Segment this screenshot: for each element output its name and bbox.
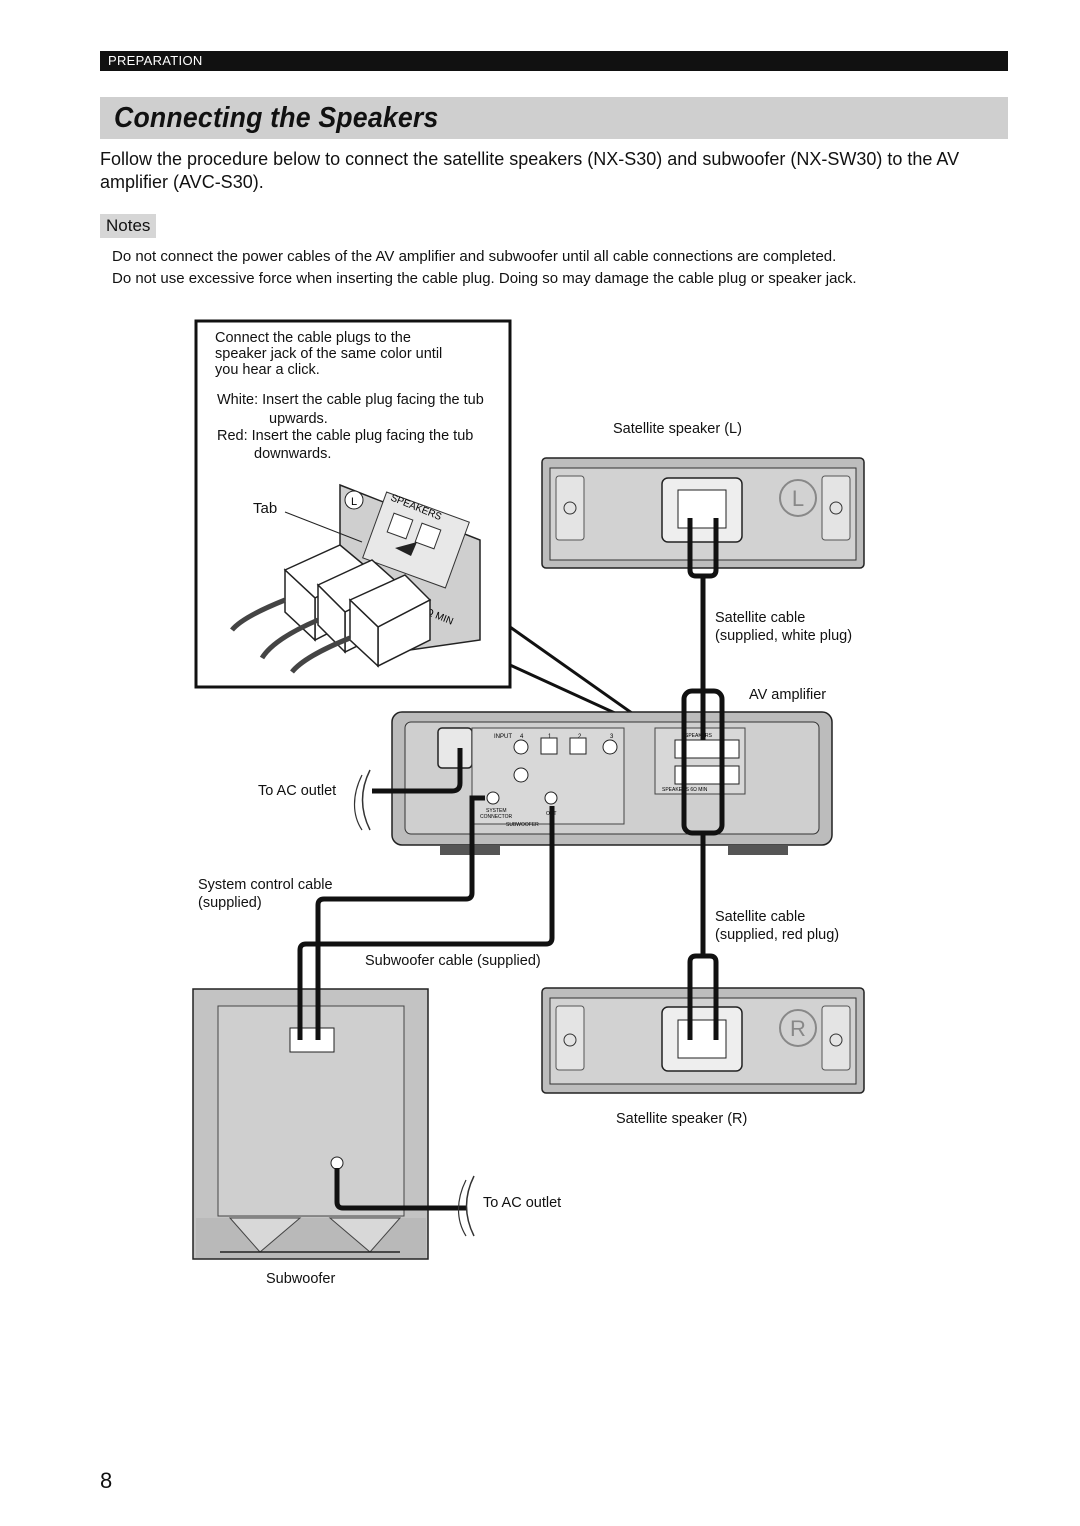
panel-speakers-label: SPEAKERS xyxy=(685,733,713,739)
satellite-cable-red-label-1: Satellite cable xyxy=(715,909,806,925)
callout-line-3: you hear a click. xyxy=(215,362,320,378)
panel-in4: 4 xyxy=(520,734,524,740)
ac-outlet-label-1: To AC outlet xyxy=(258,783,337,799)
note-item-2: Do not use excessive force when insertin… xyxy=(112,270,857,287)
title-band: Connecting the Speakers xyxy=(100,97,1008,139)
callout-line-2: speaker jack of the same color until xyxy=(215,346,443,362)
speaker-r-badge: R xyxy=(790,1016,806,1041)
callout-line-1: Connect the cable plugs to the xyxy=(215,330,411,346)
jack-l-badge: L xyxy=(351,496,357,508)
panel-connector-label: CONNECTOR xyxy=(480,814,513,820)
satellite-speaker-left: L xyxy=(541,457,865,569)
page-title: Connecting the Speakers xyxy=(114,102,439,134)
callout-white-1: White: Insert the cable plug facing the … xyxy=(217,392,484,408)
section-header: PREPARATION xyxy=(100,51,1008,71)
panel-in1: 1 xyxy=(548,734,552,740)
satellite-speaker-left-label: Satellite speaker (L) xyxy=(613,421,742,437)
cables xyxy=(297,518,725,1211)
system-cable-label-2: (supplied) xyxy=(198,895,262,911)
speaker-l-badge: L xyxy=(792,486,804,511)
callout-red-2: downwards. xyxy=(254,446,332,462)
intro-paragraph: Follow the procedure below to connect th… xyxy=(100,149,960,192)
panel-system-label: SYSTEM xyxy=(486,808,507,814)
panel-in3: 3 xyxy=(610,734,614,740)
speaker-jack-closeup: L SPEAKERS 6Ω MIN xyxy=(230,483,481,674)
satellite-cable-white-label-1: Satellite cable xyxy=(715,610,806,626)
ac-outlet-label-2: To AC outlet xyxy=(483,1195,562,1211)
system-cable-label-1: System control cable xyxy=(198,877,333,893)
notes-heading: Notes xyxy=(100,214,157,238)
subwoofer-unit xyxy=(192,988,429,1260)
av-amplifier-label: AV amplifier xyxy=(749,687,827,703)
callout-white-2: upwards. xyxy=(269,411,328,427)
satellite-cable-white-label-2: (supplied, white plug) xyxy=(715,628,853,644)
satellite-speaker-right: R xyxy=(541,987,865,1094)
panel-input-label: INPUT xyxy=(494,734,512,740)
subwoofer-cable-label: Subwoofer cable (supplied) xyxy=(365,953,541,969)
note-item-1: Do not connect the power cables of the A… xyxy=(112,248,837,265)
satellite-cable-red-label-2: (supplied, red plug) xyxy=(715,927,840,943)
callout-box: L SPEAKERS 6Ω MIN xyxy=(194,319,512,689)
section-label: PREPARATION xyxy=(108,53,203,68)
satellite-speaker-right-label: Satellite speaker (R) xyxy=(616,1111,748,1127)
tab-label: Tab xyxy=(253,500,278,517)
panel-subwoofer-label: SUBWOOFER xyxy=(506,822,539,828)
callout-red-1: Red: Insert the cable plug facing the tu… xyxy=(217,428,474,444)
panel-in2: 2 xyxy=(578,734,582,740)
page-number: 8 xyxy=(100,1468,113,1493)
subwoofer-label: Subwoofer xyxy=(266,1271,336,1287)
